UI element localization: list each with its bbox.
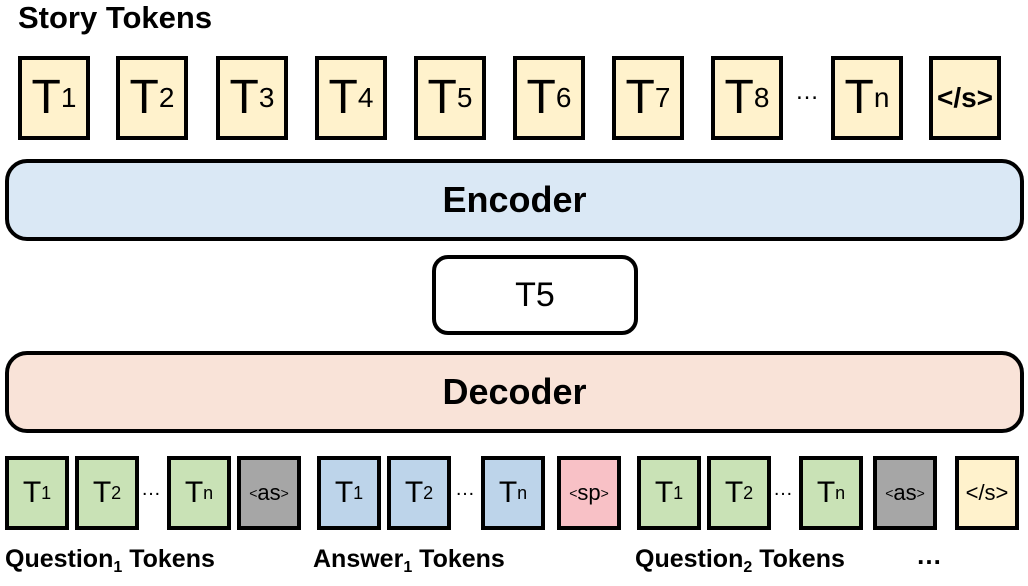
decoder-block: Decoder bbox=[5, 351, 1024, 433]
answer-1-label: Answer1 Tokens bbox=[313, 545, 505, 576]
answer-start-token: <as> bbox=[237, 456, 301, 530]
answer-start-token: <as> bbox=[873, 456, 937, 530]
t5-model-box: T5 bbox=[432, 255, 638, 335]
question-ellipsis: … bbox=[773, 478, 793, 500]
encoder-block: Encoder bbox=[5, 159, 1024, 241]
trailing-ellipsis: … bbox=[916, 540, 943, 570]
question-1-label: Question1 Tokens bbox=[5, 545, 215, 576]
separator-token: <sp> bbox=[557, 456, 621, 530]
story-end-token: </s> bbox=[929, 56, 1001, 140]
answer-ellipsis: … bbox=[455, 478, 475, 500]
question-ellipsis: … bbox=[141, 478, 161, 500]
diagram-title: Story Tokens bbox=[18, 0, 213, 35]
question-2-label: Question2 Tokens bbox=[635, 545, 845, 576]
story-ellipsis: … bbox=[795, 78, 819, 105]
end-token: </s> bbox=[955, 456, 1019, 530]
